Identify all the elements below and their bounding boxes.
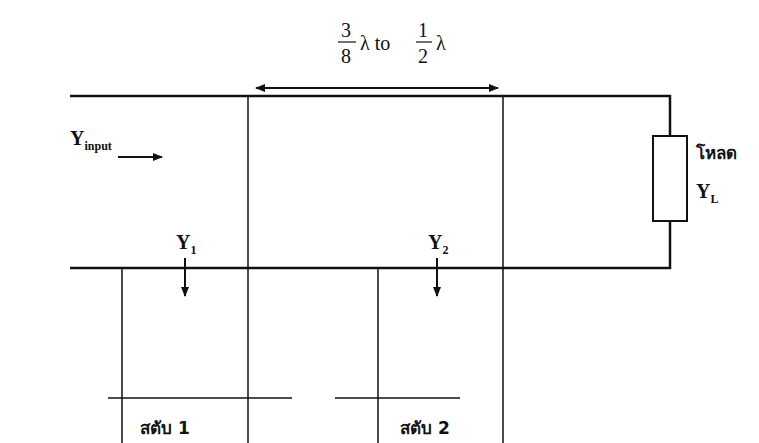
admittance-label: Y2 xyxy=(428,232,448,256)
stub1-conductor xyxy=(247,96,249,443)
top-conductor xyxy=(70,96,670,135)
admittance-label: Yinput xyxy=(70,128,112,152)
fraction-denominator: 2 xyxy=(418,46,428,66)
dimension-arrow xyxy=(256,87,498,89)
dimension-text: λ xyxy=(436,33,446,53)
admittance-arrow xyxy=(436,258,438,296)
fraction-numerator: 3 xyxy=(341,20,351,40)
stub-label: สตับ 2 xyxy=(400,420,450,437)
load-box: โหลดYL xyxy=(652,135,688,222)
bottom-conductor xyxy=(70,222,670,268)
stub2-short xyxy=(335,397,460,399)
stub1-short xyxy=(108,397,292,399)
fraction-numerator: 1 xyxy=(418,20,428,40)
fraction-bar xyxy=(416,41,432,42)
stub-label: สตับ 1 xyxy=(140,420,190,437)
dimension-text: λ to xyxy=(360,33,390,53)
admittance-arrow xyxy=(184,258,186,296)
admittance-arrow xyxy=(118,156,162,158)
stub2-conductor xyxy=(502,96,504,443)
fraction-bar xyxy=(338,41,356,42)
fraction-denominator: 8 xyxy=(341,46,351,66)
admittance-label: YL xyxy=(696,181,718,205)
stub2-conductor xyxy=(377,268,379,443)
stub1-conductor xyxy=(121,268,123,443)
load-label: โหลด xyxy=(696,145,737,162)
admittance-label: Y1 xyxy=(176,232,196,256)
